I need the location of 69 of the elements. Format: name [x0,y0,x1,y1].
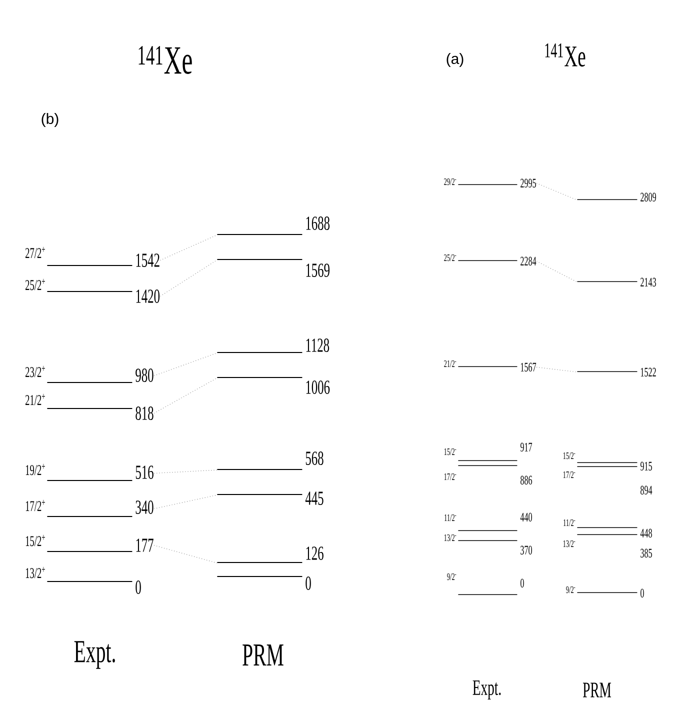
energy-level: 177 [46,538,154,552]
energy-level: 886 [458,465,532,485]
energy-level: 2143 [576,278,656,287]
energy-level: 0 [458,578,524,595]
title: $^{141}$Xe [138,46,192,74]
spin-label: 17/2$^{+}$ [26,500,45,512]
energy-level: 818 [46,406,154,420]
energy-level: 1420 [46,290,160,303]
spin-label: 9/2$^{-}$ [447,573,456,580]
panel-label: (a) [446,53,464,67]
energy-level: 2995 [458,178,536,188]
spin-label: 15/2$^{-}$ [444,448,456,456]
energy-level: 516 [46,466,154,481]
energy-level: 448 [576,527,652,538]
spin-label: 15/2$^{-}$ [563,452,576,460]
energy-level: 0 [216,576,311,590]
spin-label: 21/2$^{+}$ [26,394,45,406]
energy-level: 126 [216,546,324,563]
energy-level: 0 [576,588,644,598]
spin-label: 27/2$^{+}$ [26,246,45,258]
spin-label: 13/2$^{-}$ [563,540,576,548]
energy-level: 0 [46,580,141,594]
column-label: Expt. [74,641,115,669]
column-label: PRM [242,644,284,666]
spin-label: 21/2$^{-}$ [444,360,456,368]
spin-label: 11/2$^{-}$ [444,514,456,522]
energy-level: 1128 [216,338,330,353]
energy-level: 1542 [46,254,160,267]
connector [154,494,218,510]
connector [154,545,218,564]
spin-label: 17/2$^{-}$ [444,473,456,480]
energy-level: 1522 [576,368,656,377]
connector [536,366,578,372]
energy-level: 2809 [576,192,656,202]
energy-level: 340 [46,500,154,517]
connector [154,352,218,376]
column-label: PRM [583,682,611,698]
energy-level: 1006 [216,377,330,394]
connector [536,182,578,200]
spin-label: 13/2$^{+}$ [26,566,45,578]
spin-label: 25/2$^{-}$ [444,254,456,262]
energy-level: 1569 [216,259,330,277]
spin-label: 25/2$^{+}$ [26,278,45,290]
energy-level: 440 [458,512,532,531]
spin-label: 15/2$^{+}$ [26,534,45,546]
connector [536,260,578,282]
energy-level: 915 [576,462,652,471]
spin-label: 23/2$^{+}$ [26,366,45,378]
spin-label: 13/2$^{-}$ [444,534,456,542]
energy-level: 980 [46,368,154,383]
spin-label: 11/2$^{-}$ [564,519,576,526]
energy-level: 1688 [216,216,330,235]
spin-label: 29/2$^{-}$ [444,178,456,186]
column-label: Expt. [472,680,501,700]
connector [154,470,218,474]
energy-level: 917 [458,442,532,461]
connector [160,234,218,261]
spin-label: 9/2$^{-}$ [566,586,576,594]
title: $^{141}$Xe [545,43,586,67]
spin-label: 17/2$^{-}$ [563,471,576,478]
connector [154,378,218,414]
energy-level: 370 [458,540,532,555]
energy-level: 2284 [458,256,536,266]
panel-label: (b) [42,113,58,127]
energy-level: 445 [216,492,324,505]
energy-level: 568 [216,452,324,470]
energy-level: 1567 [458,362,536,372]
connector [160,260,218,297]
spin-label: 19/2$^{+}$ [26,464,45,476]
